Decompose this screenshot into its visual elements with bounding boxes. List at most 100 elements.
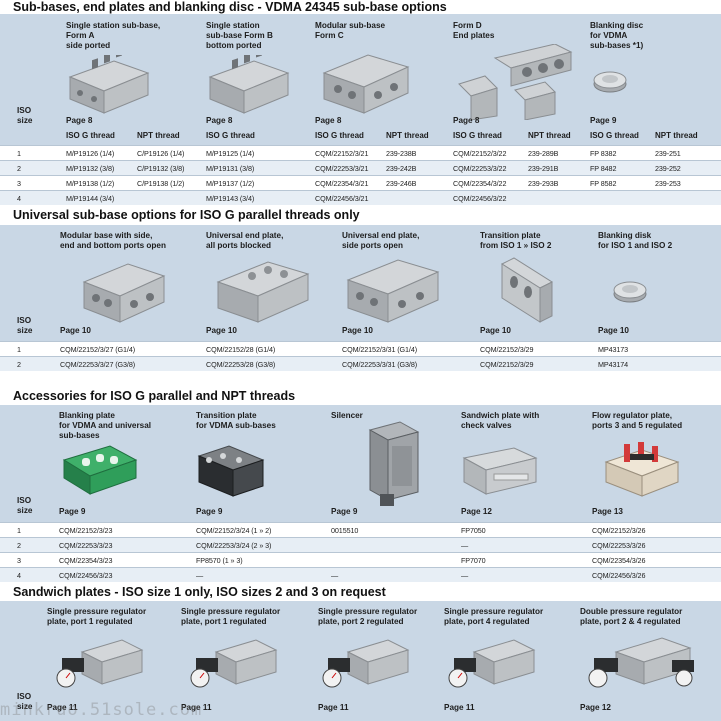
- pressure-regulator-icon: [318, 632, 410, 690]
- column-subheading: NPT thread: [137, 131, 180, 140]
- page-ref: Page 10: [60, 326, 91, 335]
- cell: 239-238B: [386, 149, 417, 158]
- cell: CQM/22354/3/22: [453, 179, 507, 188]
- cell: M/P19143 (3/4): [206, 194, 255, 203]
- section-title-universal: Universal sub-base options for ISO G par…: [13, 208, 360, 222]
- transition-plate-icon: [496, 256, 556, 326]
- column-subheading: NPT thread: [528, 131, 571, 140]
- sub-base-icon: [318, 45, 413, 117]
- cell: CQM/22253/3/21: [315, 164, 369, 173]
- page-ref: Page 8: [453, 116, 480, 125]
- section-title-vdma: Sub-bases, end plates and blanking disc …: [13, 0, 447, 14]
- end-plate-icon: [212, 252, 312, 326]
- column-subheading: ISO G thread: [315, 131, 364, 140]
- cell: 239-246B: [386, 179, 417, 188]
- page-ref: Page 10: [480, 326, 511, 335]
- cell: 239-253: [655, 179, 681, 188]
- cell: C/P19132 (3/8): [137, 164, 185, 173]
- column-heading: Transition plate for VDMA sub-bases: [196, 411, 276, 430]
- column-heading: Double pressure regulator plate, port 2 …: [580, 607, 683, 626]
- page-ref: Page 12: [580, 703, 611, 712]
- cell: CQM/22253/28 (G3/8): [206, 360, 276, 369]
- column-heading: Blanking disk for ISO 1 and ISO 2: [598, 231, 673, 250]
- page-ref: Page 11: [181, 703, 212, 712]
- cell: 239-251: [655, 149, 681, 158]
- sub-base-icon: [62, 55, 152, 117]
- column-heading: Modular base with side, end and bottom p…: [60, 231, 166, 250]
- size-label: ISO size: [17, 496, 33, 515]
- blanking-disc-icon: [592, 68, 628, 94]
- cell: M/P19137 (1/2): [206, 179, 255, 188]
- size-label: ISO size: [17, 316, 33, 335]
- page-ref: Page 10: [598, 326, 629, 335]
- cell: M/P19138 (1/2): [66, 179, 115, 188]
- column-subheading: ISO G thread: [66, 131, 115, 140]
- column-subheading: ISO G thread: [453, 131, 502, 140]
- page-ref: Page 12: [461, 507, 492, 516]
- cell: —: [196, 571, 204, 580]
- page-ref: Page 9: [331, 507, 358, 516]
- watermark: minkruo.51sole.com: [0, 700, 203, 720]
- table-row: 3 M/P19138 (1/2) C/P19138 (1/2) M/P19137…: [0, 175, 721, 190]
- cell: CQM/22253/3/26: [592, 541, 646, 550]
- page-ref: Page 10: [206, 326, 237, 335]
- column-heading: Silencer: [331, 411, 363, 420]
- table-row: 3 CQM/22354/3/23 FP8570 (1 » 3) FP7070 C…: [0, 552, 721, 567]
- cell: CQM/22253/3/27 (G3/8): [60, 360, 136, 369]
- column-heading: Transition plate from ISO 1 » ISO 2: [480, 231, 552, 250]
- cell: MP43174: [598, 360, 629, 369]
- column-heading: Flow regulator plate, ports 3 and 5 regu…: [592, 411, 683, 430]
- cell: CQM/22152/3/26: [592, 526, 646, 535]
- table-row: 2 CQM/22253/3/23 CQM/22253/3/24 (2 » 3) …: [0, 537, 721, 552]
- column-subheading: NPT thread: [655, 131, 698, 140]
- iso-size: 1: [17, 526, 21, 535]
- table-row: 1 M/P19126 (1/4) C/P19126 (1/4) M/P19125…: [0, 145, 721, 160]
- pressure-regulator-icon: [52, 632, 144, 690]
- cell: 239-293B: [528, 179, 559, 188]
- page-ref: Page 10: [342, 326, 373, 335]
- column-heading: Single pressure regulator plate, port 2 …: [318, 607, 418, 626]
- table-row: 4 CQM/22456/3/23 — — — CQM/22456/3/26: [0, 567, 721, 582]
- cell: CQM/22152/3/24 (1 » 2): [196, 526, 272, 535]
- cell: CQM/22354/3/21: [315, 179, 369, 188]
- cell: FP 8582: [590, 179, 617, 188]
- sandwich-plate-icon: [460, 444, 540, 498]
- iso-size: 2: [17, 360, 21, 369]
- cell: CQM/22354/3/26: [592, 556, 646, 565]
- cell: M/P19131 (3/8): [206, 164, 255, 173]
- cell: FP7070: [461, 556, 486, 565]
- cell: —: [461, 571, 469, 580]
- column-subheading: ISO G thread: [206, 131, 255, 140]
- cell: 239-289B: [528, 149, 559, 158]
- column-heading: Single station sub-base Form B bottom po…: [206, 21, 273, 50]
- silencer-icon: [360, 420, 424, 508]
- iso-size: 4: [17, 571, 21, 580]
- cell: M/P19144 (3/4): [66, 194, 115, 203]
- cell: CQM/22253/3/22: [453, 164, 507, 173]
- cell: CQM/22253/3/31 (G3/8): [342, 360, 418, 369]
- page-ref: Page 9: [196, 507, 223, 516]
- page-ref: Page 11: [318, 703, 349, 712]
- page-ref: Page 11: [47, 703, 78, 712]
- table-row: 4 M/P19144 (3/4) M/P19143 (3/4) CQM/2245…: [0, 190, 721, 205]
- column-heading: Modular sub-base Form C: [315, 21, 386, 40]
- blanking-disc-icon: [612, 278, 648, 304]
- column-subheading: ISO G thread: [590, 131, 639, 140]
- cell: CQM/22152/3/23: [59, 526, 113, 535]
- page-ref: Page 13: [592, 507, 623, 516]
- column-heading: Single pressure regulator plate, port 4 …: [444, 607, 544, 626]
- cell: FP 8382: [590, 149, 617, 158]
- page-ref: Page 8: [66, 116, 93, 125]
- cell: 0015510: [331, 526, 359, 535]
- cell: CQM/22456/3/26: [592, 571, 646, 580]
- section-title-accessories: Accessories for ISO G parallel and NPT t…: [13, 389, 296, 403]
- cell: M/P19125 (1/4): [206, 149, 255, 158]
- page-ref: Page 9: [590, 116, 617, 125]
- cell: FP8570 (1 » 3): [196, 556, 243, 565]
- iso-size: 4: [17, 194, 21, 203]
- cell: 239-291B: [528, 164, 559, 173]
- section-title-sandwich: Sandwich plates - ISO size 1 only, ISO s…: [13, 585, 386, 599]
- cell: MP43173: [598, 345, 629, 354]
- table-row: 1 CQM/22152/3/23 CQM/22152/3/24 (1 » 2) …: [0, 522, 721, 537]
- cell: —: [331, 571, 339, 580]
